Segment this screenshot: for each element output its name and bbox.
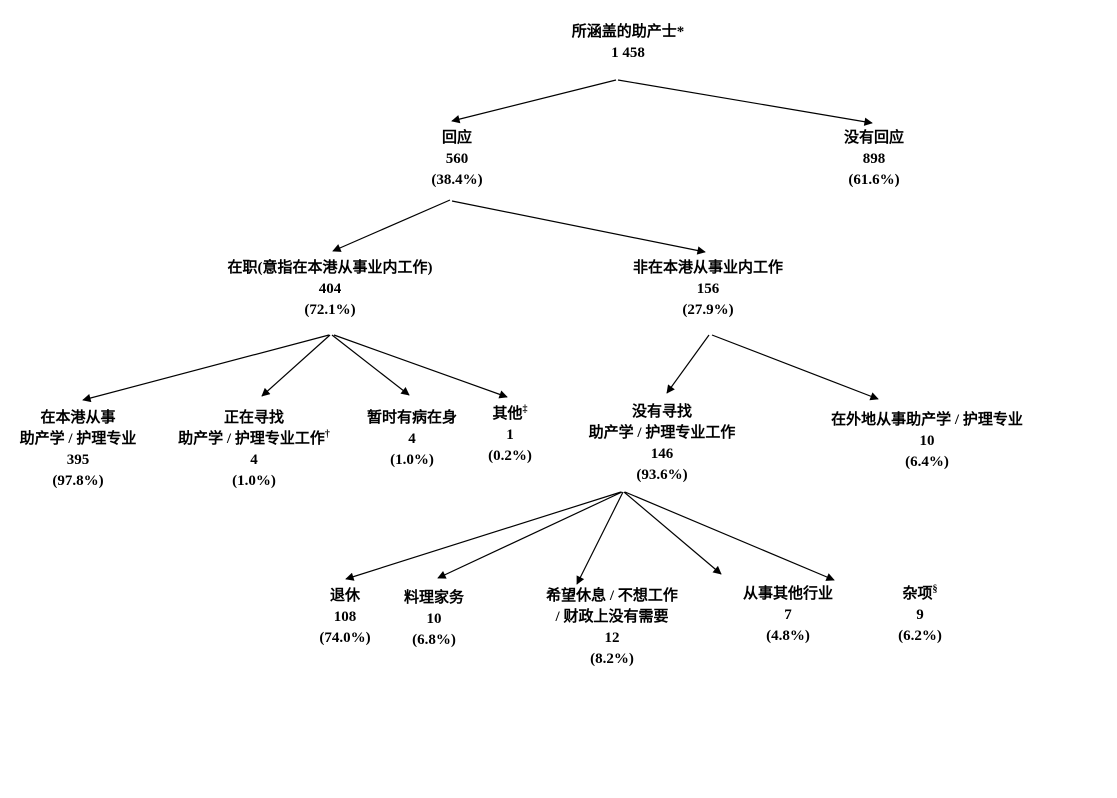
node-sick-label: 暂时有病在身 bbox=[366, 410, 458, 426]
node-retired-pct: (74.0%) bbox=[319, 630, 371, 646]
edge-not-seeking-other-industry bbox=[623, 491, 722, 575]
node-others-pct: (0.2%) bbox=[488, 448, 532, 464]
node-sick-value: 4 bbox=[408, 431, 416, 447]
node-not-in-service-value: 156 bbox=[696, 281, 720, 297]
node-others: 其他‡ 1 (0.2%) bbox=[488, 404, 532, 467]
edge-not-seeking-retired bbox=[345, 491, 622, 581]
node-other-industry: 从事其他行业 7 (4.8%) bbox=[743, 584, 833, 647]
edge-not-seeking-rest bbox=[576, 491, 624, 585]
node-root-label: 所涵盖的助产士* bbox=[571, 24, 685, 40]
node-in-service-label: 在职(意指在本港从事业内工作) bbox=[227, 260, 433, 276]
node-other-industry-label: 从事其他行业 bbox=[742, 586, 834, 602]
edge-not-seeking-misc bbox=[624, 491, 835, 581]
node-rest-pct: (8.2%) bbox=[590, 651, 634, 667]
node-no-response: 没有回应 898 (61.6%) bbox=[844, 128, 904, 191]
edge-in-service-seeking bbox=[261, 334, 331, 397]
node-root-value: 1 458 bbox=[611, 45, 645, 61]
node-in-service-value: 404 bbox=[318, 281, 342, 297]
node-rest: 希望休息 / 不想工作 / 财政上没有需要 12 (8.2%) bbox=[546, 586, 678, 670]
node-housework-value: 10 bbox=[426, 611, 442, 627]
node-others-label-text: 其他 bbox=[492, 406, 523, 422]
node-misc-pct: (6.2%) bbox=[898, 628, 942, 644]
node-no-response-pct: (61.6%) bbox=[848, 172, 900, 188]
node-not-in-service-label: 非在本港从事业内工作 bbox=[632, 260, 784, 276]
node-other-industry-value: 7 bbox=[784, 607, 792, 623]
node-retired-value: 108 bbox=[333, 609, 357, 625]
edge-not-in-service-not-seeking bbox=[666, 334, 710, 394]
edge-in-service-sick bbox=[331, 334, 410, 396]
node-seeking-label-text: 助产学 / 护理专业工作 bbox=[178, 431, 325, 447]
node-seeking-value: 4 bbox=[250, 452, 258, 468]
node-retired: 退休 108 (74.0%) bbox=[319, 586, 370, 649]
node-not-in-service: 非在本港从事业内工作 156 (27.9%) bbox=[633, 258, 783, 321]
node-seeking-pct: (1.0%) bbox=[232, 473, 276, 489]
edge-not-seeking-housework bbox=[437, 491, 623, 579]
section-footnote-symbol: § bbox=[932, 584, 938, 595]
node-not-in-service-pct: (27.9%) bbox=[682, 302, 734, 318]
node-sick: 暂时有病在身 4 (1.0%) bbox=[367, 408, 457, 471]
node-local-practice-value: 395 bbox=[66, 452, 90, 468]
node-not-seeking-pct: (93.6%) bbox=[636, 467, 688, 483]
node-local-practice: 在本港从事 助产学 / 护理专业 395 (97.8%) bbox=[20, 408, 137, 492]
node-not-seeking-label-2: 助产学 / 护理专业工作 bbox=[588, 425, 736, 441]
dagger-footnote-symbol: † bbox=[324, 429, 330, 440]
node-misc-label: 杂项§ bbox=[898, 584, 942, 605]
node-seeking: 正在寻找 助产学 / 护理专业工作† 4 (1.0%) bbox=[178, 408, 330, 492]
node-overseas-pct: (6.4%) bbox=[905, 454, 949, 470]
node-others-value: 1 bbox=[506, 427, 514, 443]
node-no-response-label: 没有回应 bbox=[843, 130, 905, 146]
node-not-seeking: 没有寻找 助产学 / 护理专业工作 146 (93.6%) bbox=[589, 402, 736, 486]
edge-in-service-local-practice bbox=[82, 334, 330, 403]
edge-root-responded bbox=[451, 79, 617, 124]
edge-in-service-others bbox=[333, 334, 508, 399]
node-overseas: 在外地从事助产学 / 护理专业 10 (6.4%) bbox=[831, 410, 1023, 473]
node-retired-label: 退休 bbox=[329, 588, 360, 604]
node-responded-label: 回应 bbox=[441, 130, 472, 146]
node-responded-value: 560 bbox=[445, 151, 469, 167]
node-overseas-label: 在外地从事助产学 / 护理专业 bbox=[831, 412, 1023, 428]
node-in-service-pct: (72.1%) bbox=[304, 302, 356, 318]
node-not-seeking-label-1: 没有寻找 bbox=[631, 404, 693, 420]
node-overseas-value: 10 bbox=[919, 433, 935, 449]
node-seeking-label-2: 助产学 / 护理专业工作† bbox=[178, 429, 330, 450]
node-not-seeking-value: 146 bbox=[650, 446, 674, 462]
edge-root-no-response bbox=[617, 79, 873, 126]
node-housework-label: 料理家务 bbox=[403, 590, 465, 606]
node-sick-pct: (1.0%) bbox=[390, 452, 434, 468]
edge-responded-in-service bbox=[332, 199, 451, 252]
node-misc-label-text: 杂项 bbox=[902, 586, 933, 602]
edge-not-in-service-overseas bbox=[711, 334, 879, 401]
node-seeking-label-1: 正在寻找 bbox=[223, 410, 285, 426]
node-rest-label-1: 希望休息 / 不想工作 bbox=[546, 588, 678, 604]
node-housework-pct: (6.8%) bbox=[412, 632, 456, 648]
node-no-response-value: 898 bbox=[862, 151, 886, 167]
node-local-practice-label-2: 助产学 / 护理专业 bbox=[19, 431, 137, 447]
node-misc: 杂项§ 9 (6.2%) bbox=[898, 584, 942, 647]
node-local-practice-label-1: 在本港从事 bbox=[40, 410, 116, 426]
node-other-industry-pct: (4.8%) bbox=[766, 628, 810, 644]
node-in-service: 在职(意指在本港从事业内工作) 404 (72.1%) bbox=[228, 258, 433, 321]
node-rest-value: 12 bbox=[604, 630, 620, 646]
node-housework: 料理家务 10 (6.8%) bbox=[404, 588, 464, 651]
node-responded: 回应 560 (38.4%) bbox=[431, 128, 482, 191]
edge-responded-not-in-service bbox=[451, 200, 706, 255]
node-local-practice-pct: (97.8%) bbox=[52, 473, 104, 489]
node-root: 所涵盖的助产士* 1 458 bbox=[572, 22, 685, 64]
node-rest-label-2: / 财政上没有需要 bbox=[555, 609, 669, 625]
node-others-label: 其他‡ bbox=[488, 404, 532, 425]
node-responded-pct: (38.4%) bbox=[431, 172, 483, 188]
double-dagger-footnote-symbol: ‡ bbox=[522, 404, 528, 415]
node-misc-value: 9 bbox=[916, 607, 924, 623]
